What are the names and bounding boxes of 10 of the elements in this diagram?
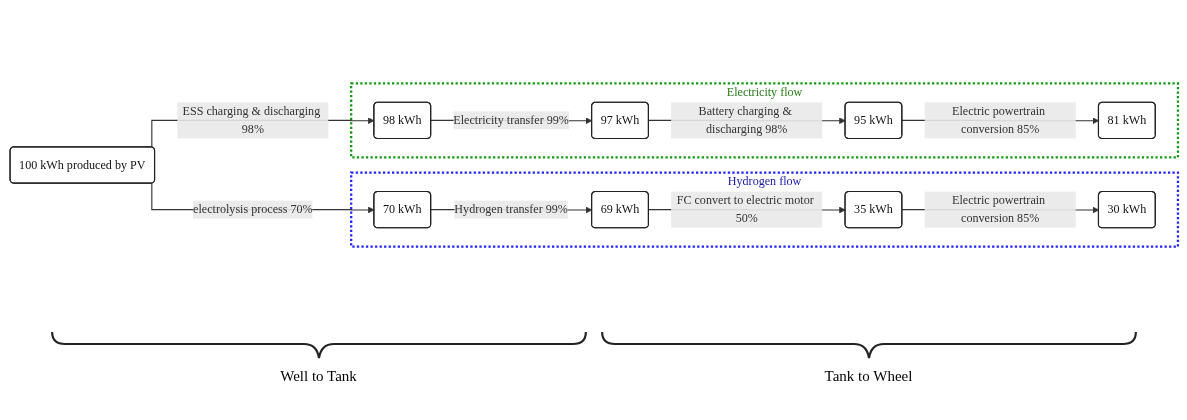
edge-label: FC convert to electric motor 50% xyxy=(676,193,814,225)
stage-label: Tank to Wheel xyxy=(824,368,913,385)
edge-label: ESS charging & discharging 98% xyxy=(182,104,320,136)
edge-label: Electricity transfer 99% xyxy=(452,113,569,127)
edge-label: Hydrogen transfer 99% xyxy=(453,202,568,216)
edge-label: Electric powertrain conversion 85% xyxy=(951,193,1045,225)
edge-label: electrolysis process 70% xyxy=(192,202,313,216)
edge-label: Electric powertrain conversion 85% xyxy=(951,104,1045,136)
edge-label: Battery charging & discharging 98% xyxy=(698,104,792,136)
stage-label: Well to Tank xyxy=(280,368,357,385)
